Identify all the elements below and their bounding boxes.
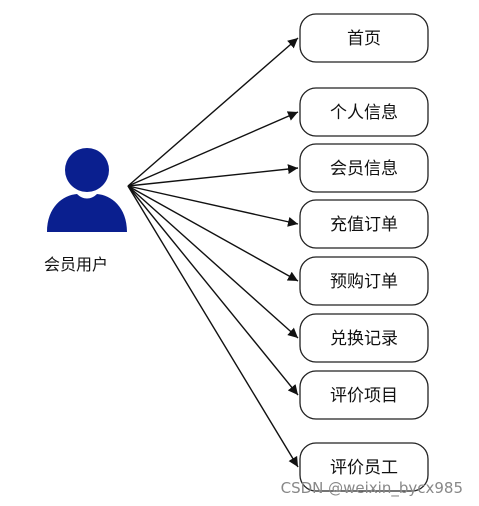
node-label: 评价员工	[330, 458, 398, 478]
node-box	[299, 13, 429, 63]
actor: 会员用户	[44, 148, 127, 274]
node-label: 首页	[347, 29, 381, 49]
edge-arrow-redeem-record	[127, 185, 299, 339]
node-personal-info: 个人信息	[299, 87, 429, 137]
actor-label: 会员用户	[44, 255, 108, 274]
node-box	[299, 143, 429, 193]
node-review-item: 评价项目	[299, 370, 429, 420]
node-booking-order: 预购订单	[299, 256, 429, 306]
node-box	[299, 199, 429, 249]
node-redeem-record: 兑换记录	[299, 313, 429, 363]
node-box	[299, 256, 429, 306]
node-home: 首页	[299, 13, 429, 63]
edge-arrow-personal-info	[127, 111, 299, 187]
node-label: 会员信息	[330, 159, 398, 179]
edge-arrow-review-staff	[127, 185, 299, 468]
user-icon	[47, 148, 127, 232]
edge-arrow-recharge-order	[127, 185, 299, 227]
edge-arrow-home	[127, 37, 299, 187]
edge-group	[127, 37, 299, 468]
watermark: CSDN @weixin_bycx985	[281, 479, 463, 498]
edge-arrow-booking-order	[127, 185, 299, 282]
node-label: 评价项目	[330, 386, 398, 406]
node-label: 预购订单	[330, 272, 398, 292]
edge-arrow-review-item	[127, 185, 299, 396]
node-member-info: 会员信息	[299, 143, 429, 193]
edge-arrow-member-info	[127, 164, 299, 187]
node-recharge-order: 充值订单	[299, 199, 429, 249]
node-label: 充值订单	[330, 215, 398, 235]
node-box	[299, 87, 429, 137]
node-box	[299, 370, 429, 420]
node-box	[299, 442, 429, 492]
node-box	[299, 313, 429, 363]
node-label: 兑换记录	[330, 329, 398, 349]
node-review-staff: 评价员工	[299, 442, 429, 492]
node-label: 个人信息	[330, 103, 398, 123]
